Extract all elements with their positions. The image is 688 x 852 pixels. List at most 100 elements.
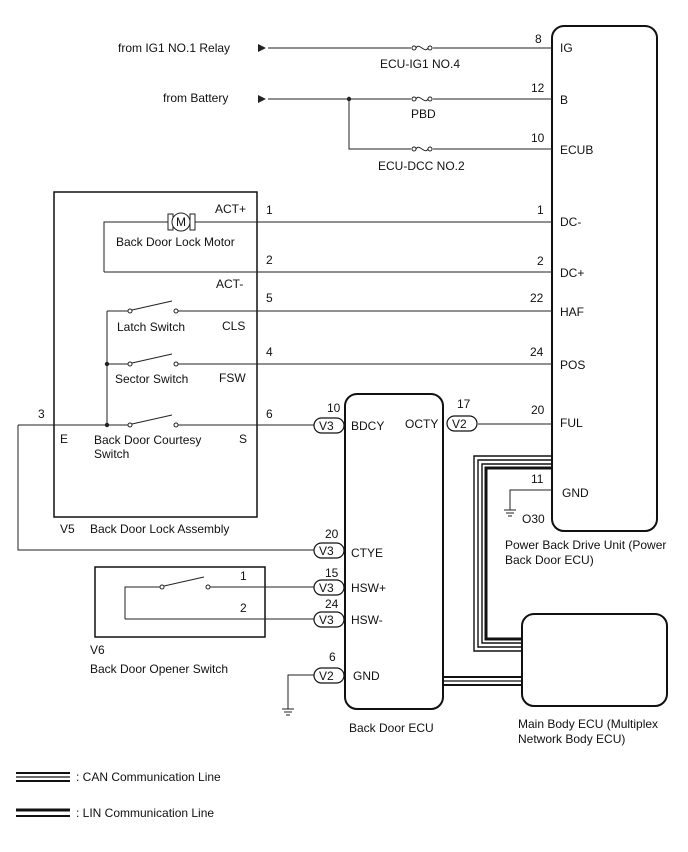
courtesy-switch-contact-b (173, 422, 179, 428)
connector-ecu-gnd (313, 667, 345, 684)
ecu-pin-ctye: 20 (325, 527, 339, 541)
pbdu-ground-label: O30 (522, 512, 545, 526)
sector-switch-blade (131, 353, 173, 364)
wire-ctye (17, 425, 314, 551)
pbdu-pin-haf: 22 (530, 291, 544, 305)
lock-pin-1: 1 (266, 203, 273, 217)
pbdu-name-line2: Back Door ECU) (505, 553, 594, 567)
connector-hsw-plus-label: V3 (319, 581, 334, 595)
opener-switch-box (94, 566, 266, 638)
sector-switch-label: Sector Switch (115, 372, 188, 386)
legend-can-label: : CAN Communication Line (76, 770, 221, 784)
fuse-ecu-ig1-wave (415, 45, 429, 51)
ecu-pin-hsw-minus: 24 (325, 597, 339, 611)
lock-term-s: S (239, 432, 247, 446)
ecu-term-hsw-minus: HSW- (351, 613, 383, 627)
ecu-term-hsw-plus: HSW+ (351, 581, 386, 595)
pbdu-term-dc-minus: DC- (560, 215, 581, 229)
back-door-ecu-box (344, 393, 444, 710)
wire-ecub (348, 99, 552, 150)
fuse-ecu-dcc-label: ECU-DCC NO.2 (378, 159, 465, 173)
ecu-pin-bdcy: 10 (327, 401, 341, 415)
pbdu-term-pos: POS (560, 358, 585, 372)
latch-switch-contact-a (127, 308, 133, 314)
connector-hsw-minus-label: V3 (319, 613, 334, 627)
power-back-drive-unit-box (551, 25, 658, 532)
pbdu-term-haf: HAF (560, 305, 584, 319)
connector-bdcy (313, 417, 345, 434)
pbdu-pin-pos: 24 (530, 345, 544, 359)
pbdu-pin-b: 12 (531, 81, 545, 95)
arrow-ig (258, 44, 266, 52)
ecu-pin-octy: 17 (457, 397, 471, 411)
motor-symbol: M (176, 215, 186, 229)
motor-cap-right (189, 213, 196, 231)
lock-pin-5: 5 (266, 291, 273, 305)
wire-hsw-plus (124, 586, 314, 619)
sector-switch-contact-b (173, 361, 179, 367)
connector-bdcy-label: V3 (319, 419, 334, 433)
opener-switch-connector: V6 (90, 643, 105, 657)
fuse-ecu-ig1-label: ECU-IG1 NO.4 (380, 57, 460, 71)
ecu-pin-gnd: 6 (329, 650, 336, 664)
legend-lin: : LIN Communication Line (16, 806, 214, 820)
ecu-term-bdcy: BDCY (351, 419, 384, 433)
opener-switch-name: Back Door Opener Switch (90, 662, 228, 676)
connector-hsw-minus (313, 611, 345, 628)
wire-pbdu-ground (509, 489, 552, 510)
courtesy-switch-label-2: Switch (94, 447, 129, 461)
pbdu-ground-icon (504, 509, 516, 517)
latch-switch-contact-b (173, 308, 179, 314)
ecu-term-octy: OCTY (405, 417, 438, 431)
connector-ctye-label: V3 (319, 544, 334, 558)
connector-octy-label: V2 (452, 417, 467, 431)
opener-switch-contact-b (205, 584, 211, 590)
sector-switch-contact-a (127, 361, 133, 367)
lock-assembly-name: Back Door Lock Assembly (90, 522, 229, 536)
pbdu-term-gnd: GND (562, 486, 589, 500)
lin-bus-lines (443, 676, 522, 686)
fuse-pbd-wave (415, 96, 429, 102)
latch-switch-blade (131, 300, 173, 311)
legend-can: : CAN Communication Line (16, 770, 221, 784)
opener-pin-1: 1 (240, 569, 247, 583)
pbdu-pin-ecub: 10 (531, 131, 545, 145)
main-body-ecu-box (521, 613, 668, 707)
pbdu-pin-dc-minus: 1 (537, 203, 544, 217)
source-battery: from Battery (163, 91, 228, 105)
back-door-ecu-name: Back Door ECU (349, 721, 434, 735)
ecu-ground-icon (282, 708, 294, 716)
courtesy-switch-contact-a (127, 422, 133, 428)
pbdu-pin-dc-plus: 2 (537, 254, 544, 268)
pbdu-term-ig: IG (560, 41, 573, 55)
connector-ctye (313, 542, 345, 559)
can-bus-lines (473, 455, 552, 652)
lock-pin-6: 6 (266, 407, 273, 421)
opener-pin-2: 2 (240, 601, 247, 615)
main-body-ecu-name-2: Network Body ECU) (518, 732, 625, 746)
lock-term-act-minus: ACT- (216, 277, 243, 291)
lock-pin-2: 2 (266, 253, 273, 267)
lock-assembly-box (53, 191, 258, 518)
ecu-term-gnd: GND (353, 669, 380, 683)
pbdu-name-line1: Power Back Drive Unit (Power (505, 538, 666, 552)
pbdu-pin-gnd: 11 (531, 472, 544, 486)
wire-act-plus (103, 221, 552, 272)
connector-hsw-plus (313, 579, 345, 596)
lock-term-cls: CLS (222, 319, 245, 333)
pbdu-pin-ig: 8 (535, 32, 542, 46)
motor-label: Back Door Lock Motor (116, 235, 235, 249)
pbdu-term-ful: FUL (560, 416, 583, 430)
legend-lin-label: : LIN Communication Line (76, 806, 214, 820)
fuse-pbd-label: PBD (411, 107, 436, 121)
lock-assembly-connector: V5 (60, 522, 75, 536)
courtesy-switch-blade (131, 414, 173, 425)
ecu-pin-hsw-plus: 15 (325, 566, 339, 580)
opener-switch-contact-a (159, 584, 165, 590)
lock-term-fsw: FSW (219, 371, 246, 385)
wire-ecu-ground (287, 674, 314, 709)
pbdu-term-ecub: ECUB (560, 143, 593, 157)
pbdu-term-dc-plus: DC+ (560, 266, 584, 280)
